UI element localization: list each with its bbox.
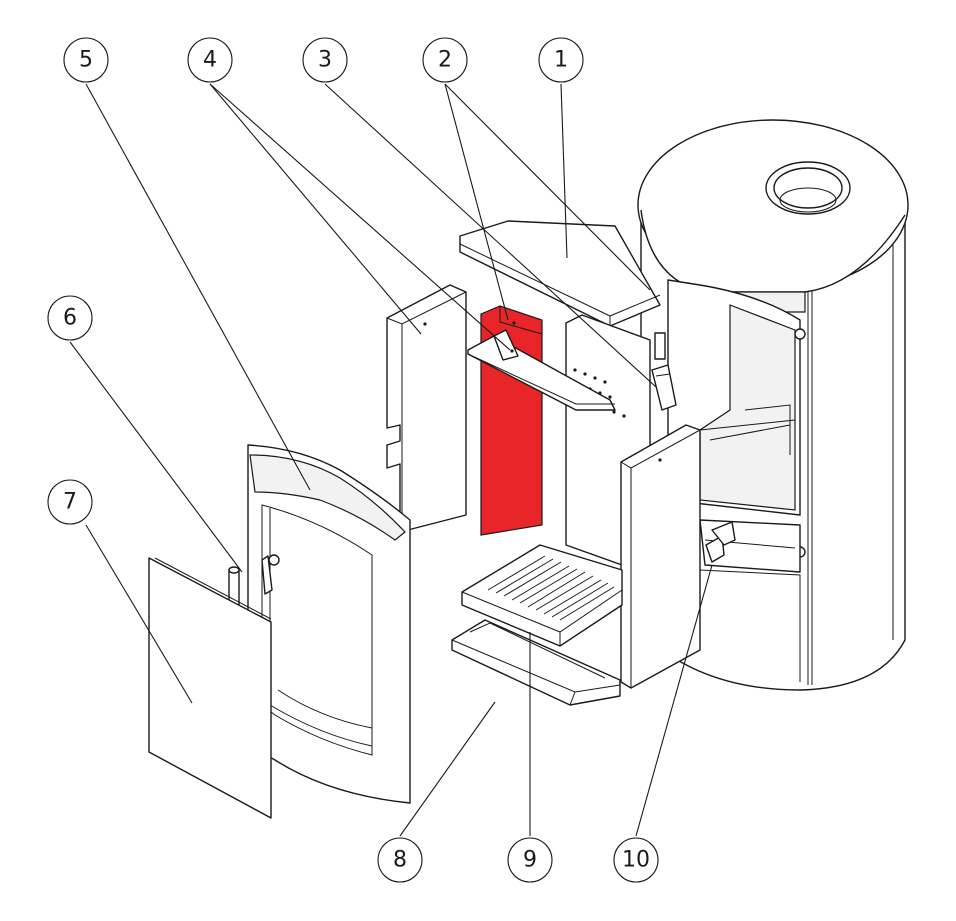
part-7-glass-panel [148,557,272,819]
part-9-grate [461,544,623,647]
part-10-clip [705,521,736,563]
callout-2-label: 2 [438,48,452,73]
grate-bars [487,555,615,621]
callout-6-label: 6 [63,306,77,331]
callout-10: 10 [613,837,659,883]
callout-4: 4 [187,37,233,83]
part-8-ash-pan [451,619,621,706]
callout-8-label: 8 [393,848,407,873]
callout-1: 1 [538,37,584,83]
callout-3-label: 3 [318,48,332,73]
part-5-door-frame [247,444,411,804]
callout-2: 2 [422,37,468,83]
callout-7-label: 7 [63,490,77,515]
callout-5: 5 [63,37,109,83]
callout-9: 9 [507,837,553,883]
callout-6: 6 [47,295,93,341]
part-4-left-side-brick [386,284,467,533]
part-1-baffle-plate [459,220,661,327]
callout-7: 7 [47,479,93,525]
stove-body [637,119,909,691]
callout-4-label: 4 [203,48,217,73]
callout-8: 8 [377,837,423,883]
callout-9-label: 9 [523,848,537,873]
part-2-side-bracket [651,364,677,411]
callout-5-label: 5 [79,48,93,73]
callout-3: 3 [302,37,348,83]
callout-10-label: 10 [622,848,650,873]
right-side-brick [620,424,701,689]
callout-1-label: 1 [554,48,568,73]
leader-lines [69,83,713,837]
